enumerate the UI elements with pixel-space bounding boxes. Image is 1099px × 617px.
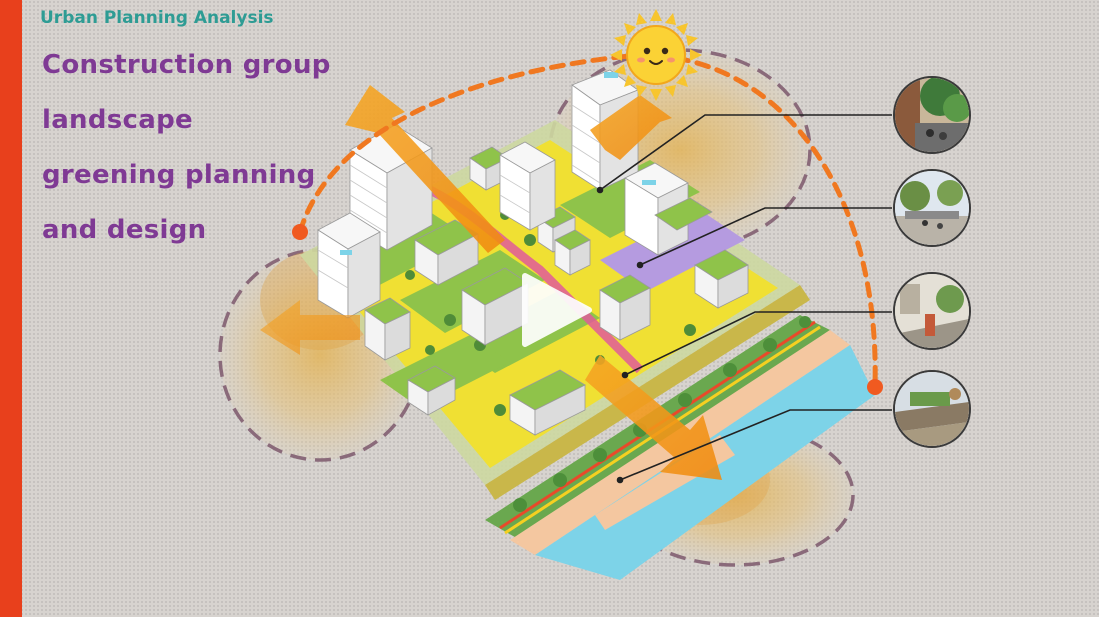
photo-street-trees-image [895,78,969,152]
accent-bar [0,0,22,617]
reference-photo-street-trees [893,76,971,154]
low-block [364,297,411,361]
photo-pedestrian-path-image [895,274,969,348]
low-block [509,369,586,436]
leader-line-1 [599,114,892,191]
leader-line-3 [624,311,892,376]
low-block [599,274,651,341]
leader-line-4 [619,409,892,481]
sun-path-end [867,379,883,395]
play-button[interactable] [517,272,593,348]
page-title-line-2: landscape [42,105,193,135]
reference-photo-riverside-steps [893,370,971,448]
play-icon[interactable] [517,272,593,348]
photo-plaza-walkway-image [895,171,969,245]
wind-arrow-southeast [585,355,722,480]
low-block [414,219,479,286]
smiling-sun-icon [610,9,702,101]
tower [317,212,381,319]
page-title-line-1: Construction group [42,50,331,80]
photo-riverside-steps-image [895,372,969,446]
page-subtitle: Urban Planning Analysis [40,8,274,28]
page-title-line-4: and design [42,215,207,245]
tower [624,162,713,256]
leader-line-2 [639,207,892,266]
low-block [554,229,591,276]
sun-path-start [292,224,308,240]
leader-lines [596,114,892,484]
low-block [407,365,456,416]
low-block [694,249,749,309]
low-block [461,267,529,346]
wind-arrow-west [260,300,360,355]
tower [499,141,556,231]
reference-photo-pedestrian-path [893,272,971,350]
reference-photo-plaza-walkway [893,169,971,247]
wind-arrow-northeast [590,95,672,160]
page-title-line-3: greening planning [42,160,316,190]
